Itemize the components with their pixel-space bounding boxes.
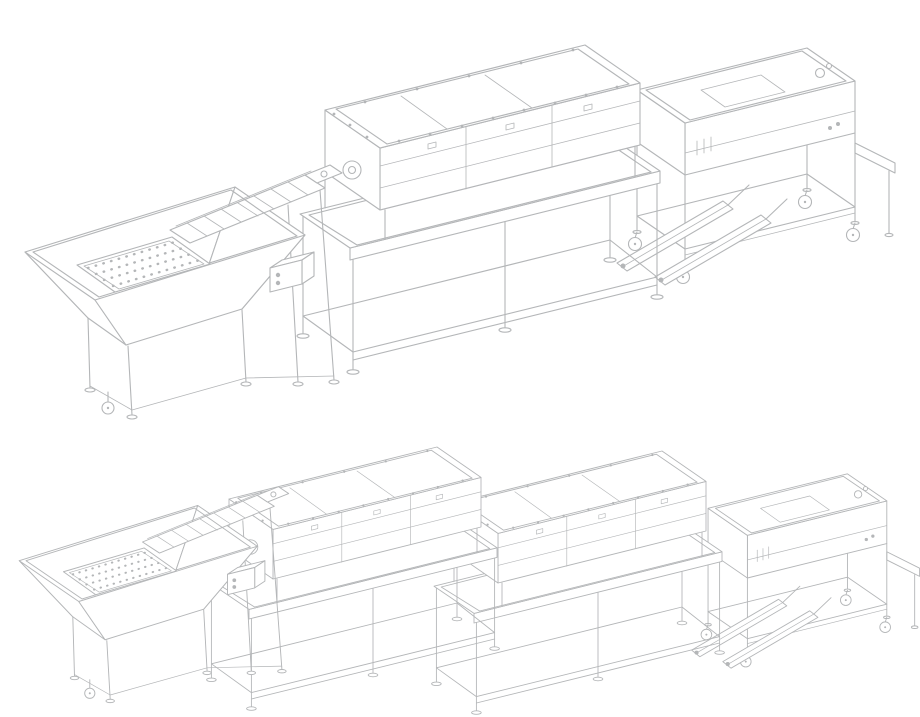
top-view bbox=[23, 44, 896, 421]
machine-infeed-hopper-top bbox=[23, 163, 344, 421]
machine-outfeed-sorter-top bbox=[616, 47, 896, 286]
machine-processing-top bbox=[296, 44, 664, 375]
machine-outfeed-sorter-bottom bbox=[691, 473, 920, 669]
bottom-view bbox=[18, 446, 920, 715]
